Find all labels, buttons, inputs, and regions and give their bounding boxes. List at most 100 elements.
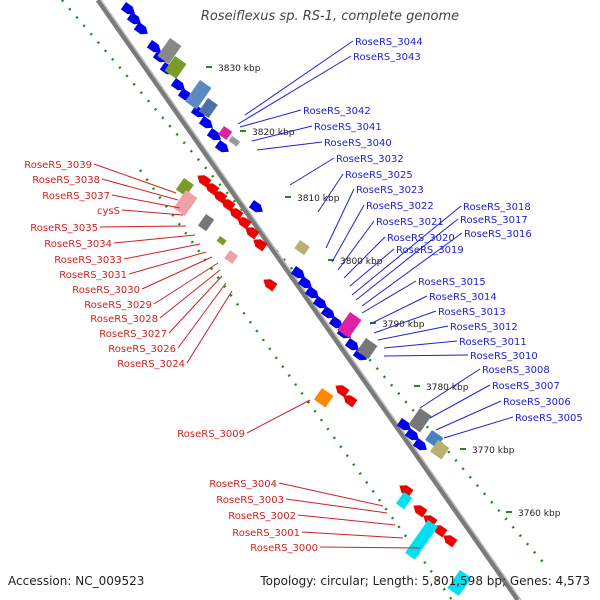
reverse-gene-label[interactable]: RoseRS_3028 bbox=[90, 314, 158, 325]
genome-backbone-highlight bbox=[100, 0, 522, 600]
reverse-gene-label[interactable]: RoseRS_3026 bbox=[108, 344, 176, 355]
scale-label: 3830 kbp bbox=[218, 64, 261, 74]
reverse-gene-label[interactable]: RoseRS_3035 bbox=[30, 223, 98, 234]
reverse-leader-line bbox=[301, 531, 404, 539]
forward-leader-line bbox=[343, 236, 386, 279]
forward-leader-line bbox=[256, 141, 323, 151]
gene-block bbox=[294, 239, 310, 256]
forward-leader-line bbox=[383, 354, 469, 357]
reverse-leader-line bbox=[186, 290, 233, 364]
forward-gene-label[interactable]: RoseRS_3006 bbox=[503, 397, 571, 408]
reverse-gene-label[interactable]: RoseRS_3004 bbox=[209, 479, 277, 490]
forward-leader-line bbox=[239, 109, 302, 128]
reverse-gene-arrow bbox=[335, 385, 350, 398]
genome-backbone bbox=[95, 0, 521, 600]
accession-label: Accession: NC_009523 bbox=[8, 574, 145, 588]
reverse-gene-label[interactable]: RoseRS_3009 bbox=[177, 429, 245, 440]
forward-leader-line bbox=[331, 204, 365, 263]
reverse-leader-line bbox=[285, 498, 388, 514]
reverse-gene-label[interactable]: cysS bbox=[97, 206, 120, 217]
forward-gene-label[interactable]: RoseRS_3043 bbox=[353, 52, 421, 63]
reverse-gene-label[interactable]: RoseRS_3031 bbox=[59, 270, 127, 281]
forward-gene-arrow bbox=[404, 428, 419, 441]
reverse-gene-label[interactable]: RoseRS_3029 bbox=[84, 300, 152, 311]
forward-gene-arrow bbox=[146, 40, 161, 53]
reverse-gene-label[interactable]: RoseRS_3030 bbox=[72, 285, 140, 296]
forward-leader-line bbox=[337, 220, 375, 271]
forward-gene-label[interactable]: RoseRS_3018 bbox=[463, 202, 531, 213]
reverse-leader-line bbox=[99, 225, 187, 228]
forward-gene-label[interactable]: RoseRS_3013 bbox=[438, 307, 506, 318]
forward-gene-label[interactable]: RoseRS_3011 bbox=[459, 337, 527, 348]
forward-gene-arrow bbox=[344, 338, 359, 351]
reverse-gene-arrow bbox=[221, 199, 236, 212]
forward-leader-line bbox=[317, 173, 344, 213]
scale-label: 3780 kbp bbox=[426, 383, 469, 393]
forward-leader-line bbox=[244, 40, 354, 116]
scale-label: 3770 kbp bbox=[472, 446, 515, 456]
forward-gene-label[interactable]: RoseRS_3008 bbox=[482, 365, 550, 376]
forward-gene-label[interactable]: RoseRS_3044 bbox=[355, 37, 423, 48]
reverse-leader-line bbox=[319, 546, 421, 549]
reverse-gene-arrow bbox=[399, 485, 414, 498]
forward-gene-label[interactable]: RoseRS_3040 bbox=[324, 138, 392, 149]
gene-block bbox=[157, 37, 182, 65]
gene-block bbox=[185, 80, 212, 110]
forward-gene-label[interactable]: RoseRS_3023 bbox=[356, 185, 424, 196]
forward-leader-line bbox=[373, 310, 437, 334]
forward-gene-arrow bbox=[297, 276, 312, 289]
topology-label: Topology: circular; Length: 5,801,598 bp… bbox=[260, 574, 590, 588]
forward-gene-label[interactable]: RoseRS_3005 bbox=[515, 413, 583, 424]
reverse-gene-label[interactable]: RoseRS_3002 bbox=[228, 511, 296, 522]
reverse-leader-line bbox=[141, 256, 213, 290]
forward-gene-label[interactable]: RoseRS_3042 bbox=[303, 106, 371, 117]
forward-gene-label[interactable]: RoseRS_3016 bbox=[464, 229, 532, 240]
forward-gene-label[interactable]: RoseRS_3025 bbox=[345, 170, 413, 181]
forward-gene-label[interactable]: RoseRS_3019 bbox=[396, 245, 464, 256]
reverse-gene-label[interactable]: RoseRS_3034 bbox=[44, 239, 112, 250]
forward-gene-label[interactable]: RoseRS_3022 bbox=[366, 201, 434, 212]
label-leader-lines bbox=[93, 40, 514, 549]
gene-block bbox=[198, 98, 218, 118]
forward-leader-line bbox=[349, 248, 395, 287]
scale-label: 3810 kbp bbox=[297, 194, 340, 204]
reverse-gene-label[interactable]: RoseRS_3003 bbox=[216, 495, 284, 506]
forward-gene-label[interactable]: RoseRS_3021 bbox=[376, 217, 444, 228]
reverse-gene-label[interactable]: RoseRS_3038 bbox=[32, 175, 100, 186]
reverse-gene-label[interactable]: RoseRS_3039 bbox=[24, 160, 92, 171]
forward-gene-label[interactable]: RoseRS_3020 bbox=[387, 233, 455, 244]
forward-leader-line bbox=[237, 55, 352, 125]
forward-leader-line bbox=[361, 232, 463, 307]
forward-gene-label[interactable]: RoseRS_3015 bbox=[418, 277, 486, 288]
gene-block bbox=[337, 312, 362, 339]
forward-leader-line bbox=[419, 368, 481, 409]
gene-block bbox=[395, 492, 413, 510]
reverse-gene-label[interactable]: RoseRS_3033 bbox=[54, 255, 122, 266]
map-title: Roseiflexus sp. RS-1, complete genome bbox=[200, 9, 460, 24]
gene-block bbox=[218, 126, 233, 140]
forward-leader-line bbox=[355, 218, 459, 301]
forward-gene-label[interactable]: RoseRS_3010 bbox=[470, 351, 538, 362]
reverse-gene-label[interactable]: RoseRS_3037 bbox=[42, 191, 110, 202]
gene-block bbox=[173, 190, 198, 217]
gene-block bbox=[408, 407, 432, 433]
forward-gene-label[interactable]: RoseRS_3007 bbox=[492, 381, 560, 392]
forward-gene-arrow bbox=[206, 128, 221, 141]
reverse-gene-label[interactable]: RoseRS_3027 bbox=[99, 329, 167, 340]
gene-block bbox=[224, 250, 239, 264]
scale-label: 3760 kbp bbox=[518, 509, 561, 519]
gene-labels: RoseRS_3044RoseRS_3043RoseRS_3042RoseRS_… bbox=[24, 37, 582, 554]
forward-gene-label[interactable]: RoseRS_3017 bbox=[460, 215, 528, 226]
forward-gene-label[interactable]: RoseRS_3032 bbox=[336, 154, 404, 165]
forward-gene-label[interactable]: RoseRS_3041 bbox=[314, 122, 382, 133]
forward-leader-line bbox=[435, 400, 502, 431]
forward-gene-arrow bbox=[328, 316, 343, 329]
reverse-gene-label[interactable]: RoseRS_3000 bbox=[250, 543, 318, 554]
gene-block bbox=[447, 569, 472, 597]
reverse-leader-line bbox=[246, 399, 311, 434]
forward-gene-label[interactable]: RoseRS_3014 bbox=[429, 292, 497, 303]
forward-gene-label[interactable]: RoseRS_3012 bbox=[450, 322, 518, 333]
reverse-gene-label[interactable]: RoseRS_3001 bbox=[232, 528, 300, 539]
reverse-gene-label[interactable]: RoseRS_3024 bbox=[117, 359, 185, 370]
